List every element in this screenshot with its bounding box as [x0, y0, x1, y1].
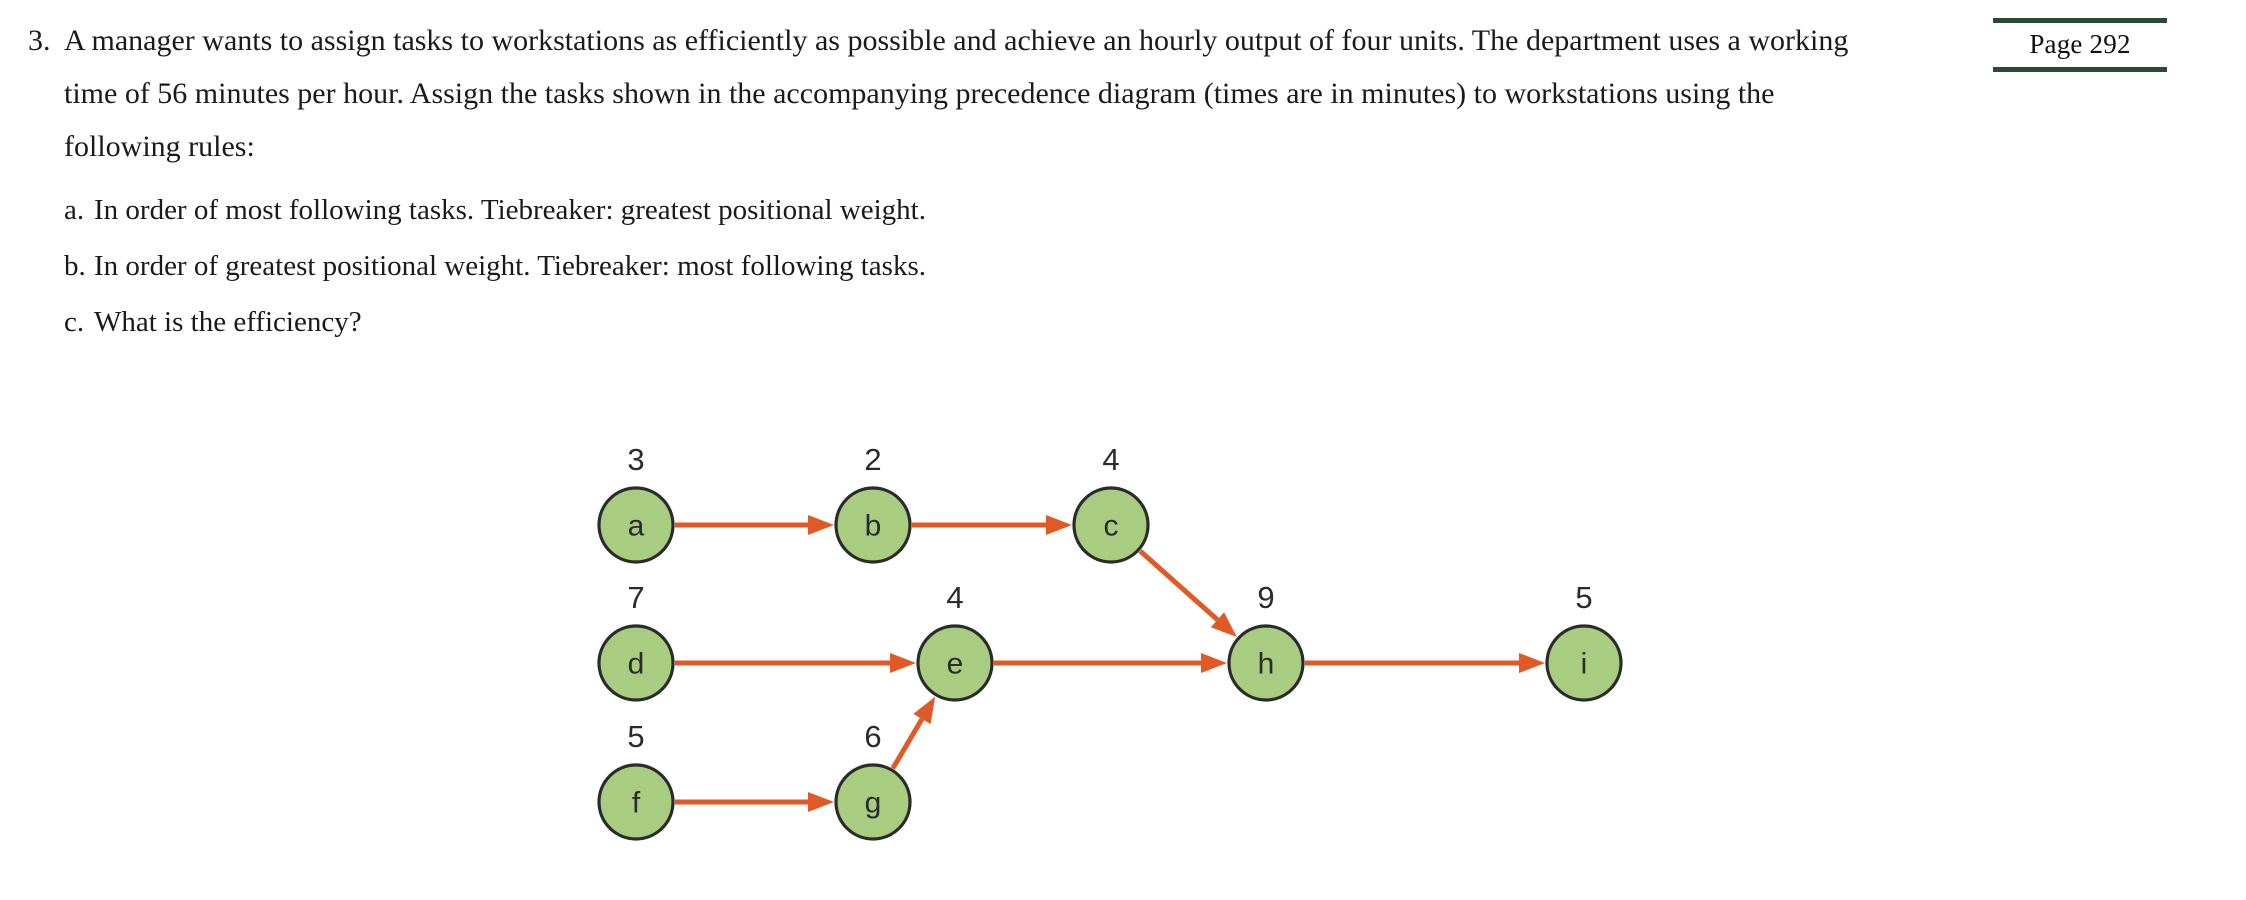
node-label-b: b	[865, 510, 882, 543]
diagram-node-d: 7d	[597, 580, 675, 702]
node-circle-h	[1227, 624, 1305, 702]
sub-text: In order of greatest positional weight. …	[94, 250, 926, 282]
node-time-h: 9	[1257, 580, 1274, 615]
node-circle-i	[1545, 624, 1623, 702]
diagram-node-b: 2b	[834, 442, 912, 564]
diagram-node-g: 6g	[834, 719, 912, 841]
node-label-f: f	[632, 787, 641, 820]
question-sub-item-c: c. What is the efficiency?	[64, 299, 1938, 345]
question-block: 3. A manager wants to assign tasks to wo…	[28, 14, 1938, 355]
node-label-h: h	[1258, 648, 1275, 681]
diagram-edge-e-h	[994, 653, 1227, 673]
node-circle-e	[916, 624, 994, 702]
question-text: A manager wants to assign tasks to works…	[64, 24, 1849, 163]
sub-letter: a.	[64, 194, 85, 226]
question-sub-list: a. In order of most following tasks. Tie…	[28, 187, 1938, 345]
node-time-c: 4	[1102, 442, 1119, 477]
page-marker: Page 292	[1993, 18, 2167, 72]
sub-letter: b.	[64, 250, 86, 282]
diagram-edges-layer	[675, 515, 1545, 812]
node-label-i: i	[1581, 648, 1588, 681]
node-time-g: 6	[864, 719, 881, 754]
node-circle-a	[597, 486, 675, 564]
node-label-a: a	[628, 510, 645, 543]
sub-text: In order of most following tasks. Tiebre…	[94, 194, 926, 226]
diagram-node-e: 4e	[916, 580, 994, 702]
diagram-edge-d-e	[675, 653, 916, 673]
node-label-c: c	[1104, 510, 1119, 543]
node-label-e: e	[947, 648, 964, 681]
node-time-i: 5	[1575, 580, 1592, 615]
node-time-f: 5	[627, 719, 644, 754]
diagram-edge-c-h	[1138, 549, 1237, 638]
diagram-node-i: 5i	[1545, 580, 1623, 702]
node-label-g: g	[865, 787, 882, 820]
question-main: 3. A manager wants to assign tasks to wo…	[28, 14, 1938, 173]
question-sub-item-a: a. In order of most following tasks. Tie…	[64, 187, 1938, 233]
page-marker-label: Page 292	[2029, 29, 2131, 59]
node-time-d: 7	[627, 580, 644, 615]
node-circle-d	[597, 624, 675, 702]
sub-text: What is the efficiency?	[94, 306, 362, 338]
node-time-a: 3	[627, 442, 644, 477]
diagram-node-c: 4c	[1072, 442, 1150, 564]
node-circle-f	[597, 763, 675, 841]
diagram-node-a: 3a	[597, 442, 675, 564]
diagram-edge-h-i	[1305, 653, 1545, 673]
diagram-edge-g-e	[890, 696, 936, 770]
node-time-b: 2	[864, 442, 881, 477]
diagram-edge-a-b	[675, 515, 834, 535]
question-number: 3.	[28, 24, 51, 57]
diagram-node-h: 9h	[1227, 580, 1305, 702]
question-sub-item-b: b. In order of greatest positional weigh…	[64, 243, 1938, 289]
node-circle-c	[1072, 486, 1150, 564]
node-circle-g	[834, 763, 912, 841]
diagram-edge-f-g	[675, 792, 834, 812]
node-time-e: 4	[946, 580, 963, 615]
diagram-node-f: 5f	[597, 719, 675, 841]
sub-letter: c.	[64, 306, 85, 338]
node-circle-b	[834, 486, 912, 564]
diagram-edge-b-c	[912, 515, 1072, 535]
node-label-d: d	[628, 648, 645, 681]
